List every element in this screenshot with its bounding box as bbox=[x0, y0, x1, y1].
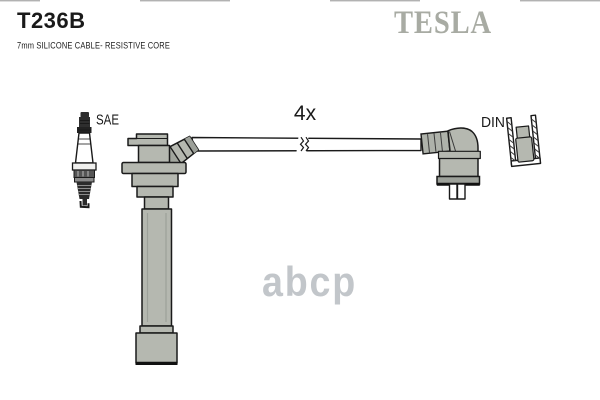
din-label: DIN bbox=[481, 115, 505, 131]
part-number: T236B bbox=[17, 8, 86, 33]
cable-illustration bbox=[191, 136, 422, 152]
brand-logo: TESLA bbox=[394, 5, 492, 41]
sae-label: SAE bbox=[96, 113, 119, 129]
cable-spec-subtitle: 7mm SILICONE CABLE- RESISTIVE CORE bbox=[17, 41, 170, 52]
sae-boot-illustration bbox=[121, 133, 200, 365]
din-plug-illustration bbox=[420, 127, 481, 200]
din-terminal-cutaway-icon bbox=[505, 114, 542, 168]
quantity-label: 4x bbox=[294, 102, 317, 125]
hatch-left-wall bbox=[506, 121, 516, 162]
watermark: abcp bbox=[262, 258, 357, 305]
hatch-right-wall bbox=[531, 118, 541, 159]
spark-plug-icon bbox=[71, 112, 97, 209]
